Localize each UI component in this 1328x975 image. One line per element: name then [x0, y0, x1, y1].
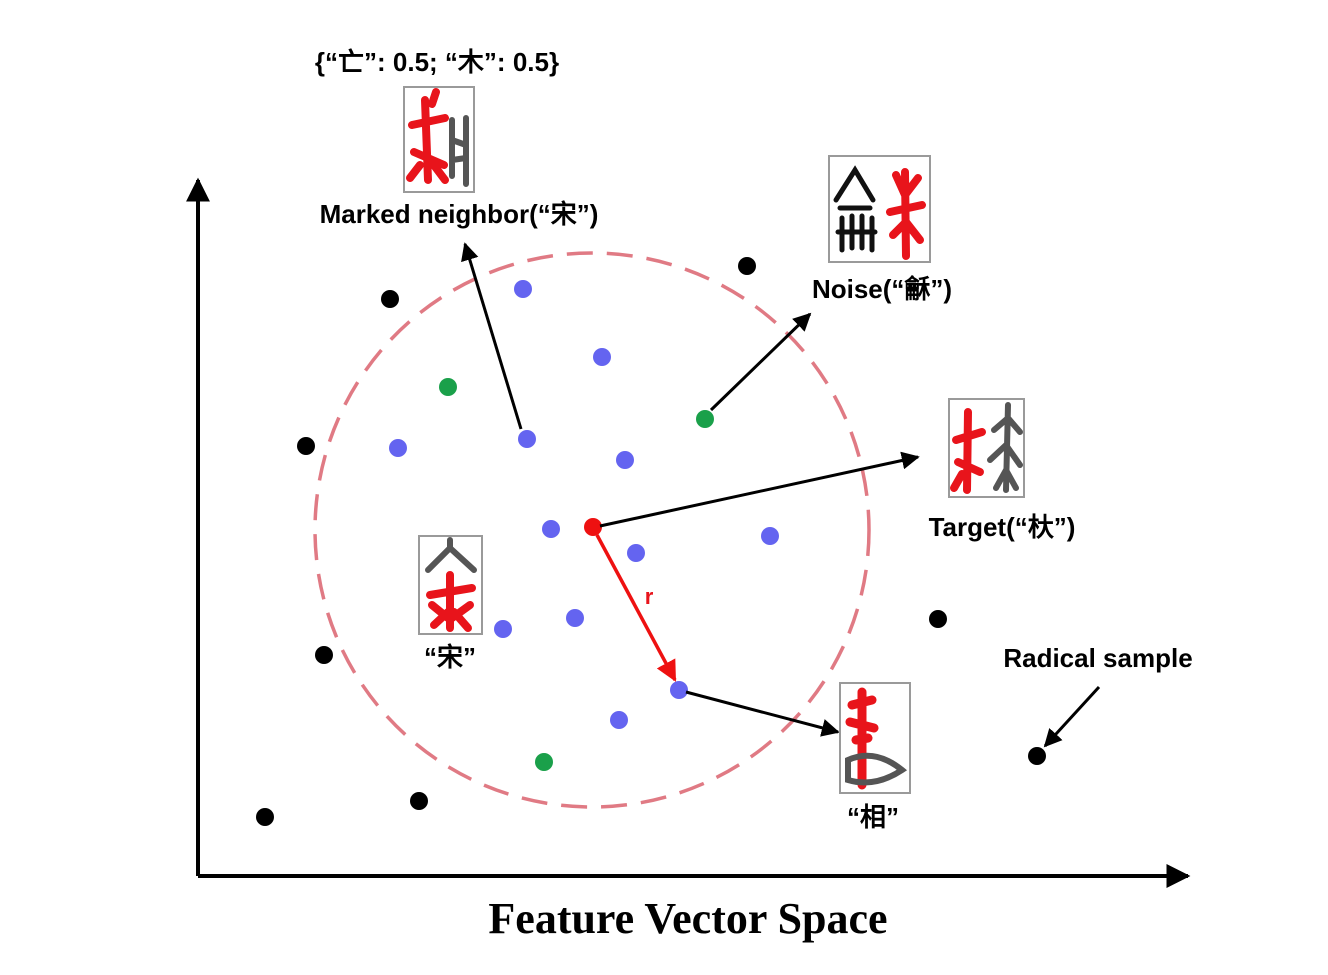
neighbor-point	[616, 451, 634, 469]
noise-arrow	[709, 312, 812, 412]
marked-neighbor-label: Marked neighbor(“宋”)	[320, 199, 599, 229]
song-label: “宋”	[424, 642, 476, 672]
neighborhood-circle	[313, 251, 871, 809]
noise-label: Noise(“龢”)	[812, 274, 952, 304]
neighbor-point	[566, 609, 584, 627]
neighbor-point	[542, 520, 560, 538]
radical-point	[315, 646, 333, 664]
radical-sample-label: Radical sample	[1003, 643, 1192, 673]
axes	[186, 177, 1191, 888]
xiang-label: “相”	[847, 802, 899, 832]
xiang-arrow	[685, 690, 840, 737]
radius-label: r	[645, 584, 654, 609]
radical-point	[1028, 747, 1046, 765]
noise-point	[439, 378, 457, 396]
radical-point	[738, 257, 756, 275]
neighbor-point	[610, 711, 628, 729]
neighbor-point	[593, 348, 611, 366]
xiang-glyph-image	[839, 682, 911, 794]
arrows	[461, 242, 1101, 748]
noise-glyph-image	[828, 155, 931, 263]
noise-point	[535, 753, 553, 771]
target-arrow	[599, 451, 920, 528]
song-glyph-image	[418, 535, 483, 635]
distribution-label: {“亡”: 0.5; “木”: 0.5}	[315, 47, 559, 77]
noise-point	[696, 410, 714, 428]
radical-point	[297, 437, 315, 455]
radical-point	[929, 610, 947, 628]
target-glyph-image	[948, 398, 1025, 498]
neighbor-point	[761, 527, 779, 545]
neighbor-point	[389, 439, 407, 457]
radical-point	[381, 290, 399, 308]
radical-sample-arrow	[1043, 685, 1101, 748]
radical-sample-points	[256, 257, 1046, 826]
neighbor-points	[389, 280, 779, 729]
marked-neighbor-glyph-image	[403, 86, 475, 193]
neighbor-point	[494, 620, 512, 638]
target-label: Target(“杕”)	[929, 512, 1076, 542]
radius-arrow	[595, 534, 677, 682]
target-point	[584, 518, 602, 536]
neighbor-point	[518, 430, 536, 448]
radical-point	[256, 808, 274, 826]
noise-points	[439, 378, 714, 771]
axis-title: Feature Vector Space	[488, 894, 887, 943]
marked-neighbor-arrow	[461, 242, 523, 430]
neighbor-point	[670, 681, 688, 699]
neighbor-point	[627, 544, 645, 562]
neighbor-point	[514, 280, 532, 298]
radical-point	[410, 792, 428, 810]
